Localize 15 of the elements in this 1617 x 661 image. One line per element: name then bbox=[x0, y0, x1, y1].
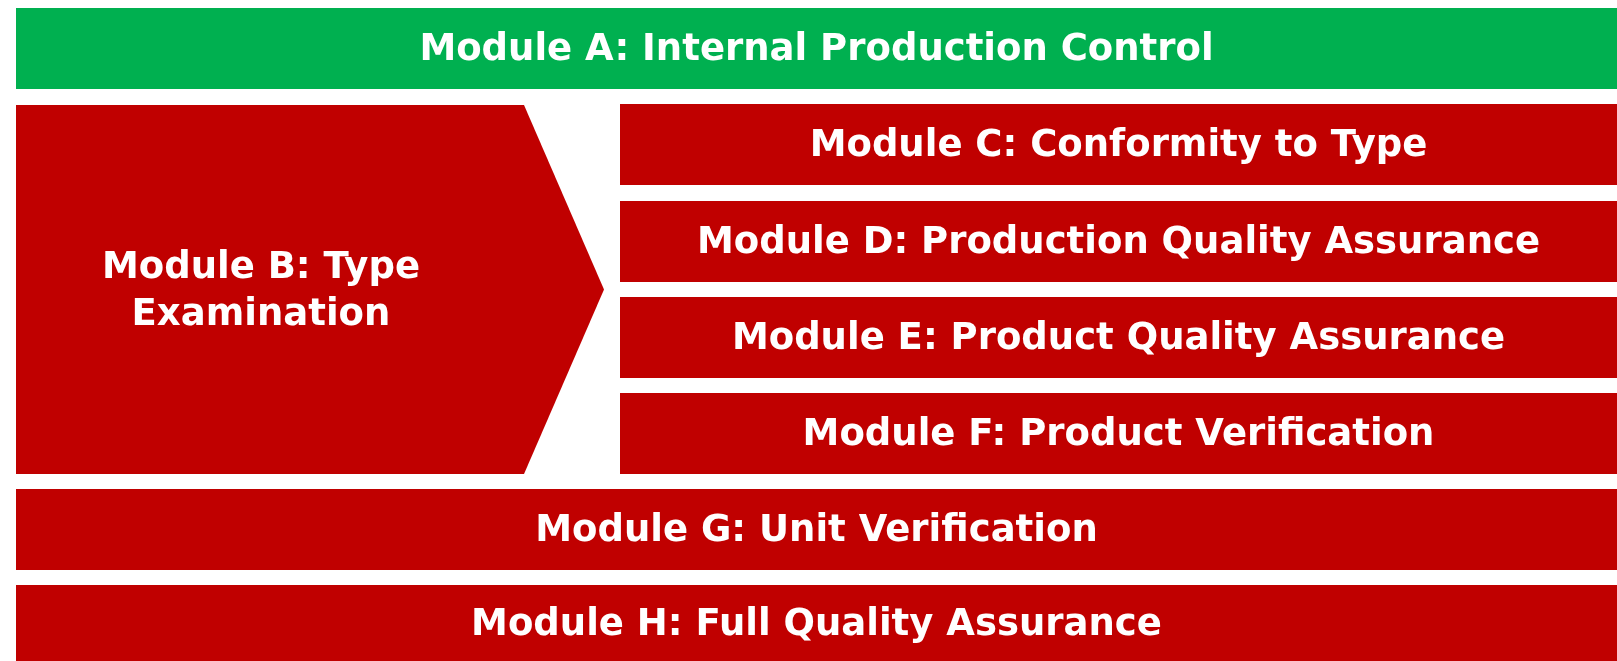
module-band bbox=[16, 489, 1617, 570]
module-band bbox=[620, 201, 1617, 282]
module-label: Module D: Production Quality Assurance bbox=[696, 218, 1541, 265]
module-band bbox=[620, 104, 1617, 185]
module-label: Module A: Internal Production Control bbox=[419, 25, 1214, 72]
module-label: Module C: Conformity to Type bbox=[809, 121, 1428, 168]
module-label: Module E: Product Quality Assurance bbox=[731, 314, 1506, 361]
module-label: Module H: Full Quality Assurance bbox=[471, 599, 1162, 646]
module-label: Module F: Product Verification bbox=[802, 410, 1435, 457]
module-band bbox=[16, 8, 1617, 89]
module-label: Module B: Type Examination bbox=[100, 243, 422, 336]
module-band bbox=[16, 585, 1617, 661]
module-label: Module G: Unit Verification bbox=[535, 506, 1098, 553]
module-band bbox=[620, 297, 1617, 378]
module-band bbox=[620, 393, 1617, 474]
